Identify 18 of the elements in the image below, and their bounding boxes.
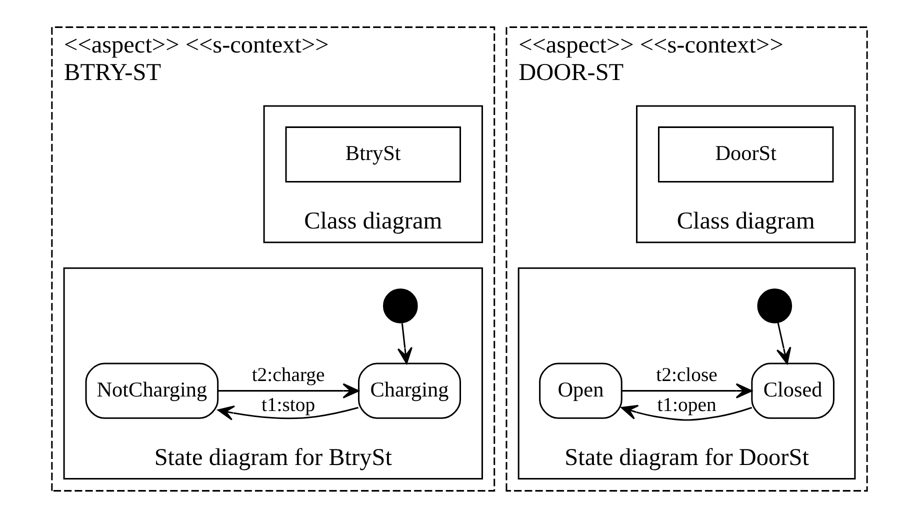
node-circle (382, 288, 418, 323)
node-circle (757, 288, 792, 323)
arrow (620, 404, 752, 420)
edge-label: t1:stop (261, 394, 316, 416)
arrow (218, 382, 360, 398)
arrow (622, 382, 752, 398)
edge-label: t1:open (657, 394, 716, 416)
node-box: Charging (358, 362, 462, 418)
node-box: BtrySt (285, 126, 462, 182)
edge-label: t2:charge (252, 363, 325, 386)
arrow (397, 322, 412, 364)
arrow (217, 405, 358, 420)
node-box: DoorSt (658, 126, 834, 182)
node-box: Open (539, 362, 622, 418)
arrow (776, 322, 792, 364)
node-box: Closed (751, 362, 834, 418)
edge-label: t2:close (656, 363, 718, 386)
node-box: NotCharging (85, 362, 219, 418)
